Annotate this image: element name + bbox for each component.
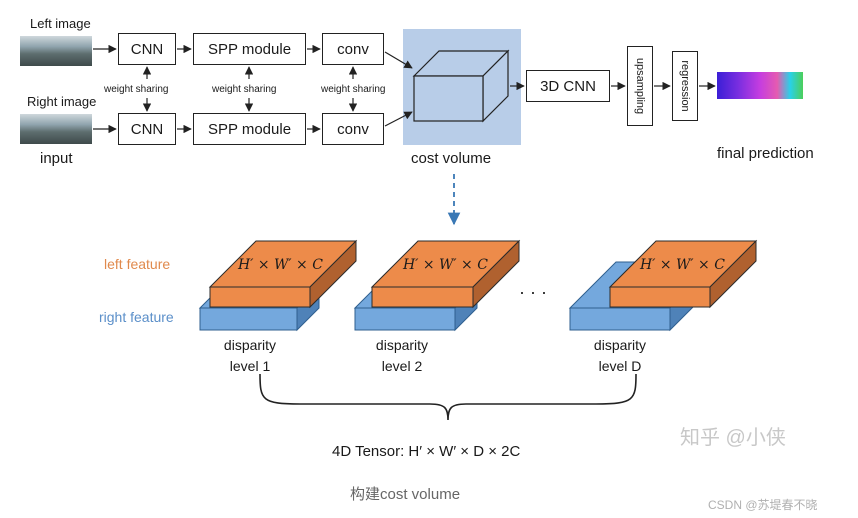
zhihu-watermark: 知乎 @小侠 — [680, 427, 786, 449]
disparity-level-2-slabs — [353, 239, 521, 332]
cnn-box-left: CNN — [118, 33, 176, 65]
final-prediction-label: final prediction — [717, 145, 814, 162]
spp-box-left: SPP module — [193, 33, 306, 65]
tensor-label: 4D Tensor: H′ × W′ × D × 2C — [332, 443, 521, 460]
regression-box: regression — [672, 51, 698, 121]
right-image-label: Right image — [27, 94, 97, 109]
csdn-watermark: CSDN @苏堤春不晓 — [708, 498, 818, 512]
slab-math-d: H′ × W′ × C — [640, 257, 725, 273]
conv-box-right: conv — [322, 113, 384, 145]
disparity-level-d-label: level D — [598, 358, 642, 374]
disparity-level-2-label: level 2 — [381, 358, 423, 374]
upsampling-box: upsampling — [627, 46, 653, 126]
left-image-label: Left image — [30, 16, 91, 31]
spp-box-right: SPP module — [193, 113, 306, 145]
left-image-thumbnail — [20, 36, 92, 66]
disparity-word-2: disparity — [375, 337, 429, 353]
left-feature-label: left feature — [104, 256, 171, 272]
spp-label: SPP module — [207, 120, 292, 138]
cnn3d-box: 3D CNN — [526, 70, 610, 102]
disparity-level-1-label: level 1 — [229, 358, 271, 374]
spp-label: SPP module — [207, 40, 292, 58]
conv-box-left: conv — [322, 33, 384, 65]
disparity-level-d-slabs — [568, 239, 758, 332]
weight-sharing-label-2: weight sharing — [212, 84, 277, 95]
cnn-label: CNN — [130, 120, 164, 138]
disparity-level-1-slabs — [198, 239, 358, 332]
conv-label: conv — [337, 40, 369, 58]
right-image-thumbnail — [20, 114, 92, 144]
curly-brace-icon — [259, 373, 637, 421]
weight-sharing-label-3: weight sharing — [321, 84, 386, 95]
input-label: input — [40, 150, 73, 167]
ellipsis: · · · — [519, 282, 547, 302]
final-prediction-map — [717, 72, 803, 99]
slab-math-2: H′ × W′ × C — [403, 257, 488, 273]
slab-math-1: H′ × W′ × C — [238, 257, 323, 273]
cost-volume-label: cost volume — [411, 150, 492, 167]
feature-slabs-diagram — [198, 239, 758, 421]
disparity-word-1: disparity — [223, 337, 277, 353]
cnn3d-label: 3D CNN — [540, 77, 596, 95]
cnn-label: CNN — [130, 40, 164, 58]
pipeline-connectors — [93, 44, 716, 226]
conv-label: conv — [337, 120, 369, 138]
arrow-right-icon — [384, 111, 413, 127]
disparity-word-d: disparity — [593, 337, 647, 353]
arrow-right-icon — [384, 51, 413, 69]
cnn-box-right: CNN — [118, 113, 176, 145]
right-feature-label: right feature — [99, 309, 174, 325]
cost-volume-cube — [412, 49, 510, 123]
weight-sharing-label-1: weight sharing — [104, 84, 169, 95]
caption: 构建cost volume — [350, 486, 461, 503]
